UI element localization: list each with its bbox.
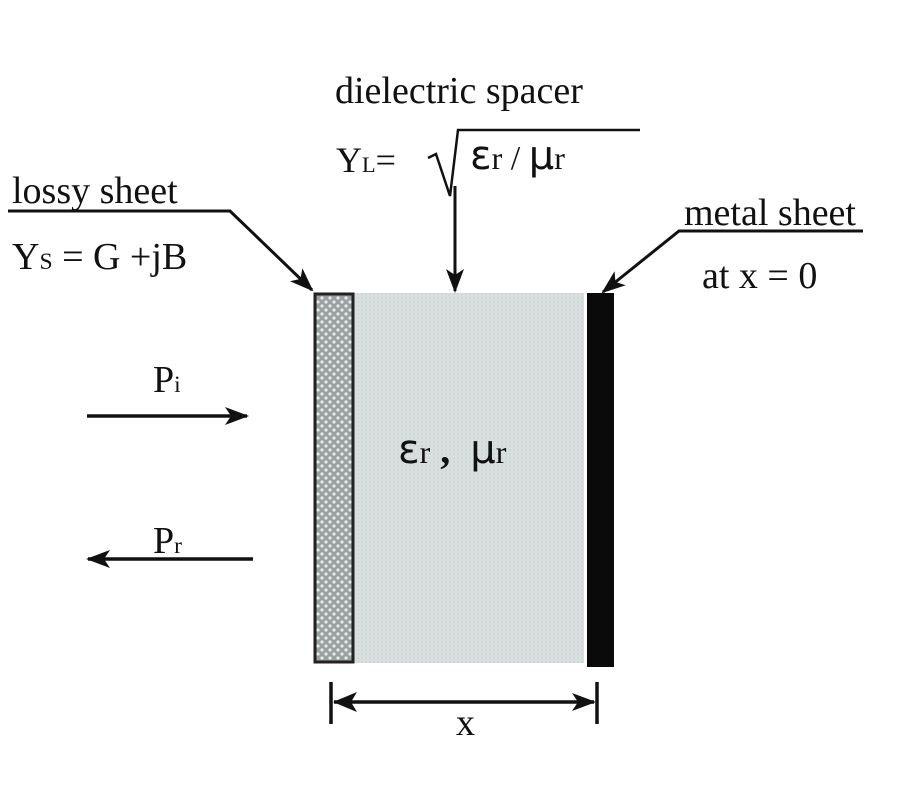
dimension-label: x xyxy=(456,702,475,744)
epsilon-symbol: ε xyxy=(470,133,492,179)
yl-symbol: Y xyxy=(336,140,362,180)
sqrt-radical xyxy=(427,128,640,197)
ys-formula: YS = G +jB xyxy=(12,238,187,276)
yl-subscript: L xyxy=(362,152,376,177)
epsilon-sub: r xyxy=(491,140,503,176)
center-comma: , xyxy=(430,427,471,472)
ys-subscript: S xyxy=(39,249,53,275)
dielectric-spacer xyxy=(353,293,584,663)
center-mu-sub: r xyxy=(495,434,507,470)
metal-sheet-leader xyxy=(601,229,863,294)
pr-subscript: r xyxy=(174,533,182,559)
ys-expression: = G +jB xyxy=(52,236,188,278)
center-epsilon: ε xyxy=(398,427,420,473)
dielectric-title: dielectric spacer xyxy=(335,70,583,112)
metal-sheet-title: metal sheet xyxy=(684,192,856,234)
metal-sheet xyxy=(587,293,614,667)
yl-expression: εr / μr xyxy=(470,136,565,176)
pi-subscript: i xyxy=(174,372,181,398)
center-epsilon-sub: r xyxy=(419,434,431,470)
incident-power-label: Pi xyxy=(153,361,181,399)
yl-formula: YL= xyxy=(336,142,396,178)
lossy-sheet xyxy=(313,292,355,664)
pi-symbol: P xyxy=(153,359,175,401)
pr-symbol: P xyxy=(153,520,175,562)
mu-symbol: μ xyxy=(528,133,555,179)
center-mu: μ xyxy=(470,427,496,473)
reflected-power-label: Pr xyxy=(153,522,182,560)
slash: / xyxy=(502,140,529,177)
mu-sub: r xyxy=(554,140,565,176)
spacer-material-label: εr , μr xyxy=(398,427,507,473)
dimension-arrowhead-left xyxy=(333,692,357,712)
ys-symbol: Y xyxy=(12,236,40,278)
lossy-sheet-leader xyxy=(8,209,314,292)
yl-equals: = xyxy=(375,140,396,180)
metal-sheet-position: at x = 0 xyxy=(702,255,818,297)
lossy-sheet-title: lossy sheet xyxy=(12,170,178,212)
